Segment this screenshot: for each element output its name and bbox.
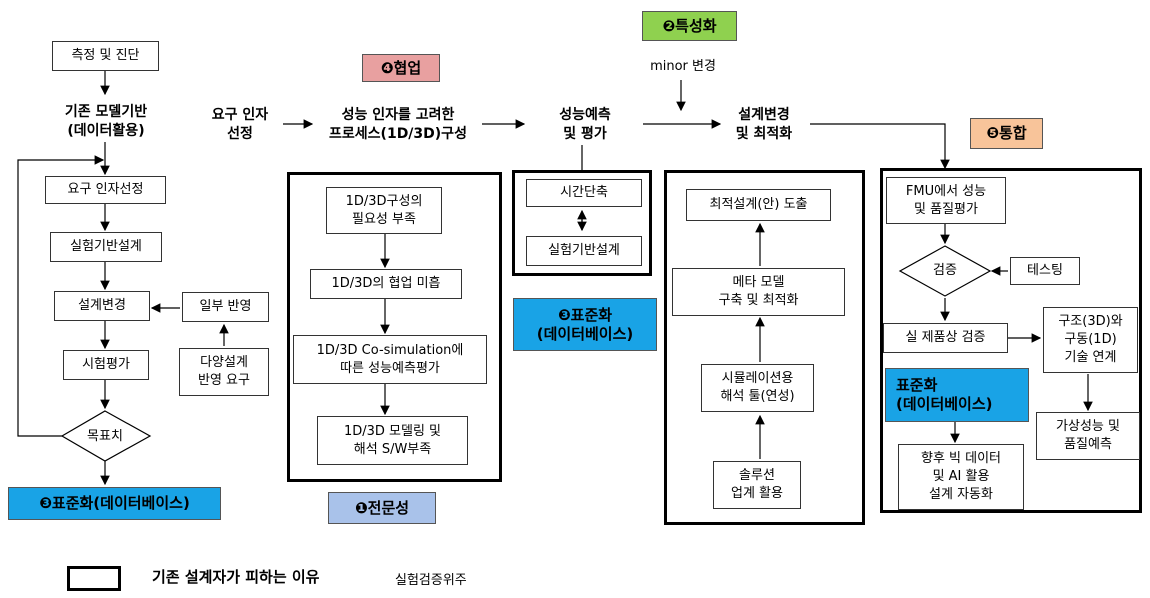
model-based-text: 기존 모델기반 (데이터활용) [64, 104, 148, 139]
req-select-box: 요구 인자선정 [45, 176, 166, 204]
c5-real-product-box: 실 제품상 검증 [883, 323, 1008, 353]
c3-time-box: 시간단축 [526, 179, 642, 207]
measure-box: 측정 및 진단 [52, 41, 159, 71]
reason-container-col3 [512, 170, 652, 276]
design-opt-text: 설계변경 및 최적화 [735, 107, 793, 142]
integration-tag: ❺통합 [970, 118, 1043, 149]
c3-exp-box: 실험기반설계 [526, 236, 642, 266]
minor-change-text: minor 변경 [650, 59, 716, 74]
c4-solution-box: 솔루션 업계 활용 [713, 461, 801, 509]
verify-diamond [898, 245, 992, 297]
standard-tag-left: ❸표준화(데이터베이스) [8, 487, 221, 520]
partial-reflect-box: 일부 반영 [182, 292, 269, 322]
c5-bigdata-box: 향후 빅 데이터 및 AI 활용 설계 자동화 [898, 444, 1024, 510]
req-select-text: 요구 인자 선정 [211, 107, 269, 142]
c2-collab-box: 1D/3D의 협업 미흡 [310, 269, 462, 299]
standard-tag-right: 표준화 (데이터베이스) [885, 368, 1029, 422]
reason-container-col2 [287, 172, 502, 482]
expertise-tag: ❶전문성 [328, 492, 436, 524]
legend-label: 기존 설계자가 피하는 이유 [152, 568, 320, 586]
reason-container-col5 [880, 168, 1142, 513]
exp-design-box: 실험기반설계 [50, 232, 162, 262]
c2-need-box: 1D/3D구성의 필요성 부족 [326, 187, 442, 234]
feedback-loop [17, 155, 105, 437]
legend-note: 실험검증위주 [395, 573, 467, 588]
arrow-design-to-integration [810, 123, 950, 170]
c5-struct-box: 구조(3D)와 구동(1D) 기술 연계 [1043, 307, 1138, 373]
reason-container-col4 [664, 170, 865, 525]
c5-verify-label: 검증 [933, 263, 957, 278]
target-diamond [60, 410, 152, 462]
character-tag: ❷특성화 [642, 11, 737, 41]
c4-optimal-box: 최적설계(안) 도출 [686, 189, 831, 221]
predict-text: 성능예측 및 평가 [559, 107, 611, 142]
c5-fmu-box: FMU에서 성능 및 품질평가 [886, 177, 1006, 224]
c5-virtual-box: 가상성능 및 품질예측 [1036, 412, 1140, 460]
c2-cosim-box: 1D/3D Co-simulation에 따른 성능예측평가 [293, 335, 487, 384]
test-eval-box: 시험평가 [63, 350, 149, 380]
collab-tag: ❹협업 [362, 54, 440, 82]
c4-sim-tool-box: 시뮬레이션용 해석 툴(연성) [701, 364, 814, 412]
target-label: 목표치 [87, 429, 123, 444]
design-change-box: 설계변경 [54, 291, 150, 321]
standard-tag-mid: ❸표준화 (데이터베이스) [513, 298, 657, 351]
c5-testing-box: 테스팅 [1010, 257, 1080, 285]
diverse-design-box: 다양설계 반영 요구 [179, 348, 269, 396]
c2-modeling-box: 1D/3D 모델링 및 해석 S/W부족 [317, 416, 468, 465]
legend-swatch [67, 566, 121, 591]
c4-meta-box: 메타 모델 구축 및 최적화 [672, 268, 845, 316]
process-text: 성능 인자를 고려한 프로세스(1D/3D)구성 [329, 107, 467, 142]
